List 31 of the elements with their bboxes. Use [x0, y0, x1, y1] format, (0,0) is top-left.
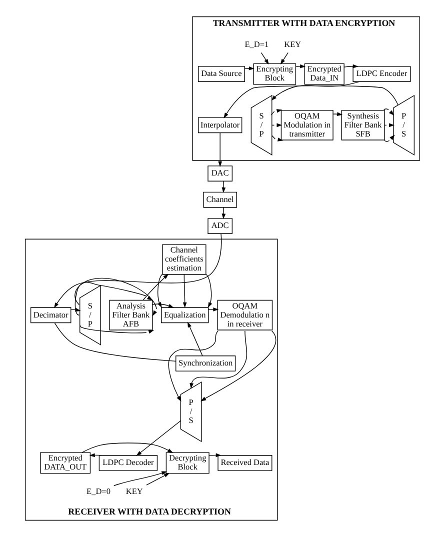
arrow	[74, 278, 158, 316]
arrow	[270, 109, 282, 116]
arrow	[190, 330, 248, 389]
arrow	[182, 274, 187, 308]
arrow	[146, 472, 170, 486]
connector	[54, 322, 176, 362]
arrow	[200, 330, 276, 402]
arrow	[383, 108, 394, 116]
arrow	[136, 420, 182, 456]
arrow	[272, 135, 284, 142]
arrow	[384, 134, 395, 142]
arrow	[206, 274, 212, 308]
arrow	[344, 64, 358, 68]
arrow	[332, 112, 343, 116]
arrow	[114, 471, 168, 486]
arrow	[260, 52, 269, 65]
arrow	[218, 132, 222, 167]
arrow	[224, 85, 398, 118]
arrow	[280, 52, 288, 65]
arrow	[188, 322, 203, 356]
arrow	[82, 442, 174, 453]
arrow	[271, 81, 360, 101]
arrow	[208, 453, 222, 458]
arrow	[152, 304, 174, 308]
arrow	[244, 66, 254, 70]
arrow	[168, 330, 218, 402]
arrow	[222, 207, 226, 220]
arrow	[222, 180, 226, 193]
arrow	[70, 308, 81, 312]
arrow	[208, 308, 219, 312]
arrow	[80, 325, 154, 334]
